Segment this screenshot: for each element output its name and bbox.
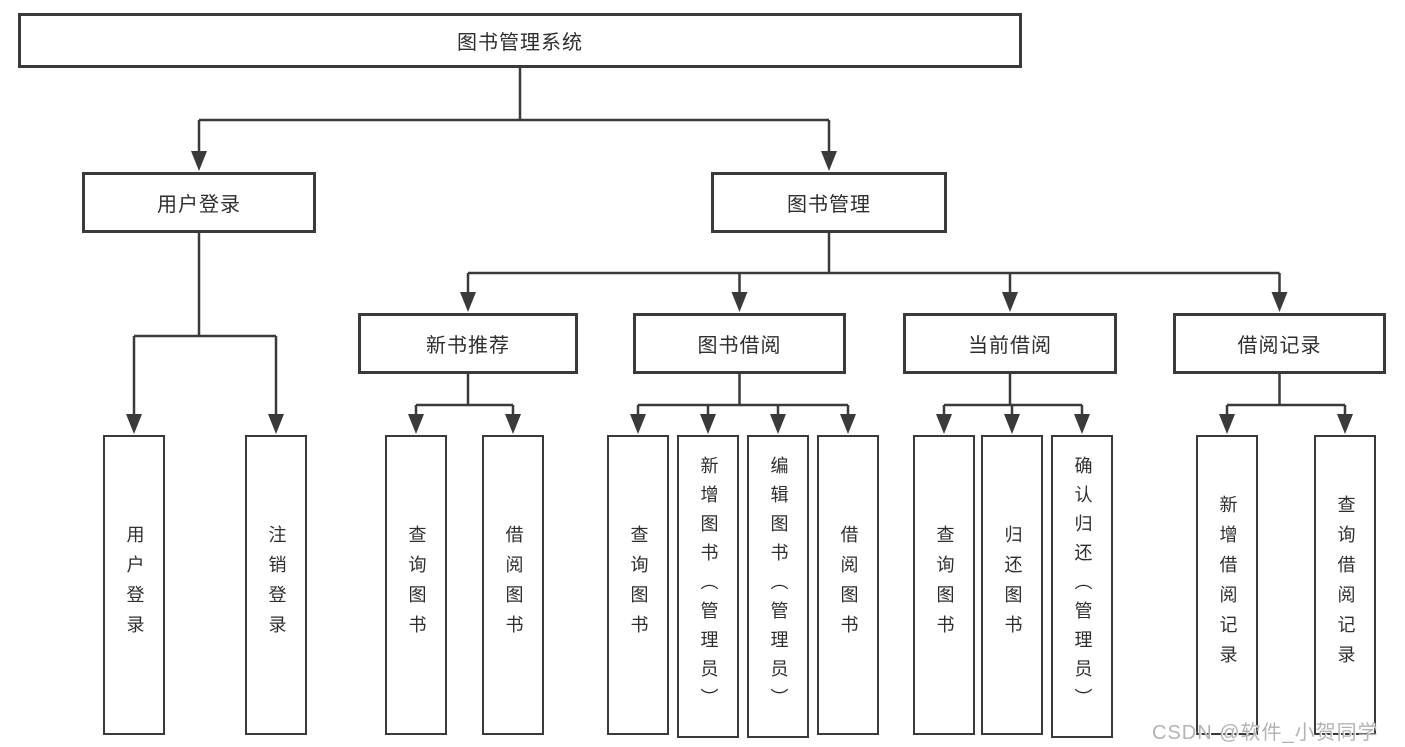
connector-new-book-to-leaves — [414, 374, 515, 419]
node-new-book-recommend: 新书推荐 — [358, 313, 578, 374]
node-root-label: 图书管理系统 — [457, 32, 583, 54]
leaf-br-add-record-label: 新增借阅记录 — [1217, 495, 1238, 675]
connector-root-to-level2 — [197, 67, 831, 156]
leaf-nbr-query-books: 查询图书 — [385, 435, 447, 735]
node-user-login-label: 用户登录 — [157, 194, 241, 216]
leaf-user-login-label: 用户登录 — [124, 525, 145, 645]
leaf-bb-query-books-label: 查询图书 — [628, 525, 649, 645]
leaf-nbr-borrow-books-label: 借阅图书 — [503, 525, 524, 645]
leaf-nbr-query-books-label: 查询图书 — [406, 525, 427, 645]
node-root: 图书管理系统 — [18, 13, 1022, 68]
node-book-borrow-label: 图书借阅 — [697, 335, 782, 357]
leaf-bb-borrow-books: 借阅图书 — [817, 435, 879, 735]
leaf-cb-query-books: 查询图书 — [913, 435, 975, 735]
node-borrow-records: 借阅记录 — [1173, 313, 1386, 374]
leaf-bb-edit-books-admin-label: 编辑图书（管理员） — [768, 456, 789, 717]
arrowheads — [126, 151, 1353, 434]
node-user-login: 用户登录 — [82, 172, 316, 233]
node-current-borrow: 当前借阅 — [903, 313, 1117, 374]
leaf-bb-add-books-admin-label: 新增图书（管理员） — [698, 456, 719, 717]
connector-records-to-leaves — [1225, 374, 1347, 419]
leaf-cb-confirm-return-admin-label: 确认归还（管理员） — [1072, 456, 1093, 717]
leaf-bb-edit-books-admin: 编辑图书（管理员） — [747, 435, 809, 738]
leaf-cb-query-books-label: 查询图书 — [934, 525, 955, 645]
leaf-br-query-record: 查询借阅记录 — [1314, 435, 1376, 735]
node-new-book-recommend-label: 新书推荐 — [426, 335, 510, 357]
node-book-mgmt-label: 图书管理 — [787, 194, 871, 216]
leaf-nbr-borrow-books: 借阅图书 — [482, 435, 544, 735]
connector-borrow-to-leaves — [636, 374, 850, 419]
leaf-bb-borrow-books-label: 借阅图书 — [838, 525, 859, 645]
leaf-logout: 注销登录 — [245, 435, 307, 735]
leaf-cb-return-books: 归还图书 — [981, 435, 1043, 735]
node-current-borrow-label: 当前借阅 — [968, 335, 1052, 357]
connector-current-to-leaves — [942, 374, 1084, 419]
csdn-watermark: CSDN @软件_小贺同学 — [1152, 722, 1379, 744]
leaf-br-query-record-label: 查询借阅记录 — [1335, 495, 1356, 675]
leaf-cb-confirm-return-admin: 确认归还（管理员） — [1051, 435, 1113, 738]
leaf-logout-label: 注销登录 — [266, 525, 287, 645]
leaf-user-login: 用户登录 — [103, 435, 165, 735]
node-borrow-records-label: 借阅记录 — [1237, 335, 1322, 357]
node-book-borrow: 图书借阅 — [633, 313, 846, 374]
leaf-bb-add-books-admin: 新增图书（管理员） — [677, 435, 739, 738]
leaf-bb-query-books: 查询图书 — [607, 435, 669, 735]
leaf-br-add-record: 新增借阅记录 — [1196, 435, 1258, 735]
connector-user-login-to-leaves — [132, 233, 278, 419]
connector-book-mgmt-to-level3 — [466, 233, 1281, 297]
node-book-mgmt: 图书管理 — [711, 172, 947, 233]
leaf-cb-return-books-label: 归还图书 — [1002, 525, 1023, 645]
